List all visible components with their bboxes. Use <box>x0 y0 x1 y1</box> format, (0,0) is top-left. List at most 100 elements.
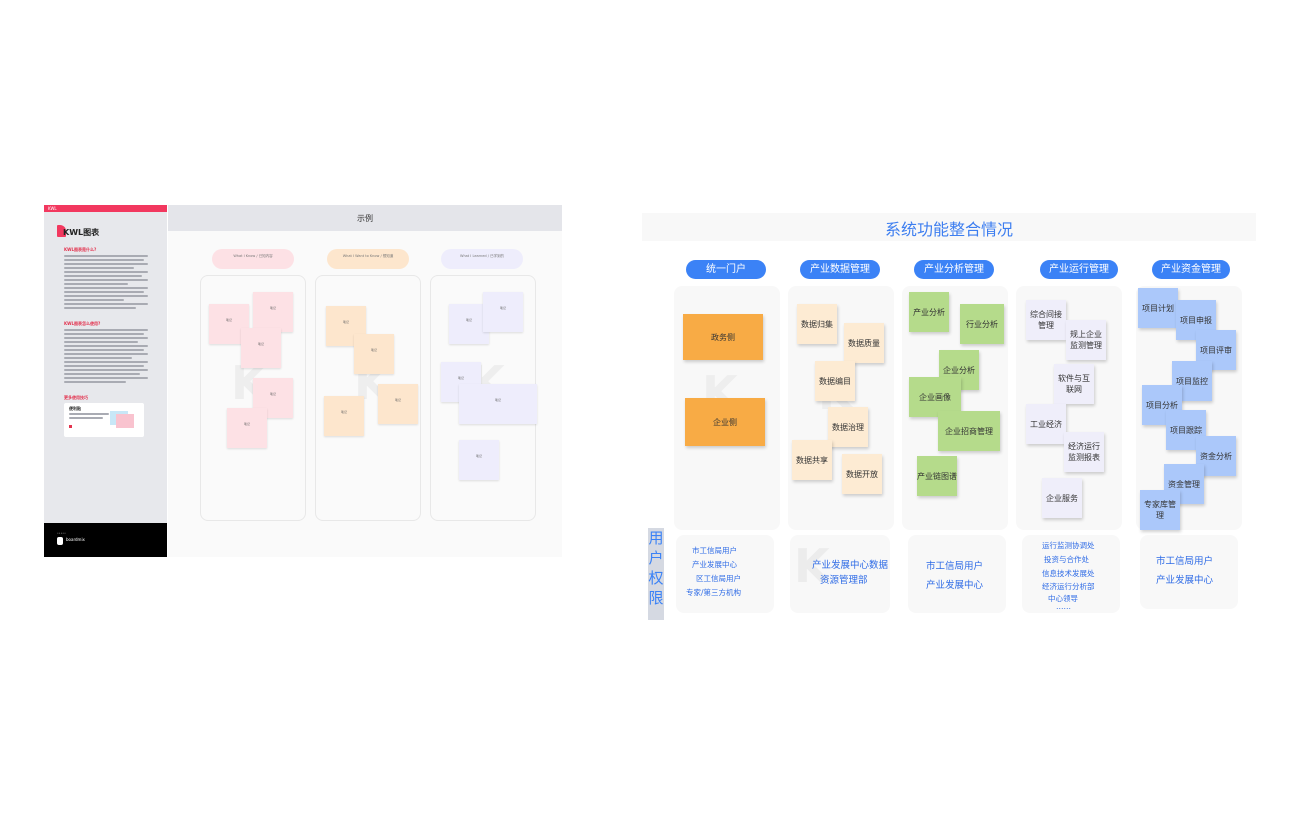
text-line <box>64 345 148 347</box>
sticky-note[interactable]: 笔记 <box>378 384 418 424</box>
sticky-note[interactable]: 笔记 <box>253 292 293 332</box>
boardmix-logo-icon <box>57 537 63 545</box>
text-line <box>64 267 134 269</box>
category-data-management[interactable]: 产业数据管理 <box>800 260 880 279</box>
user-permission-char: 户 <box>648 549 664 567</box>
mark-icon <box>69 425 72 428</box>
permission-box-portal: 市工信局用户 产业发展中心 区工信局用户 专家/第三方机构 <box>676 535 774 613</box>
permission-item: 产业发展中心 <box>926 580 984 591</box>
kwl-title: KWL图表 <box>63 228 100 237</box>
category-operation-management[interactable]: 产业运行管理 <box>1040 260 1118 279</box>
sticky-note[interactable]: 企业招商管理 <box>938 411 1000 451</box>
user-permission-char: 权 <box>648 569 664 587</box>
kwl-column-want: K 笔记 笔记 笔记 笔记 <box>315 275 421 521</box>
text-line <box>64 361 148 363</box>
sticky-note[interactable]: 产业分析 <box>909 292 949 332</box>
sticky-note[interactable]: 数据共享 <box>792 440 832 480</box>
permission-item: 市工信局用户 <box>1156 556 1214 567</box>
permission-item: 市工信局用户 <box>692 546 737 555</box>
user-permission-label: 用 户 权 限 <box>648 528 664 620</box>
kwl-topbar: KWL <box>44 205 167 212</box>
permission-box-data: K 产业发展中心数据 资源管理部 <box>790 535 890 613</box>
sticky-note[interactable]: 笔记 <box>354 334 394 374</box>
sticky-note-enterprise[interactable]: 企业侧 <box>685 398 765 446</box>
sticky-note[interactable]: 行业分析 <box>960 304 1004 344</box>
sticky-note[interactable]: 数据治理 <box>828 407 868 447</box>
text-line <box>64 303 148 305</box>
permission-item: 投资与合作处 <box>1044 555 1089 564</box>
example-sticky-pink <box>116 414 134 428</box>
sticky-note[interactable]: 专家库管理 <box>1140 490 1180 530</box>
user-permission-char: 限 <box>648 589 664 607</box>
kwl-pill-learned: What I Learned / 已学到的 <box>441 249 523 269</box>
text-line <box>64 365 144 367</box>
text-line <box>64 377 148 379</box>
kwl-template-board[interactable]: KWL KWL图表 KWL图表是什么? KWL图表怎么使用? <box>44 205 562 557</box>
permission-item: 资源管理部 <box>820 575 868 586</box>
text-line <box>64 263 148 265</box>
permission-item: 产业发展中心 <box>692 560 737 569</box>
user-permission-char: 用 <box>648 529 664 547</box>
kwl-logo-icon <box>57 225 66 237</box>
sticky-note[interactable]: 经济运行监测报表 <box>1064 432 1104 472</box>
text-line <box>64 271 148 273</box>
sticky-note[interactable]: 规上企业监测管理 <box>1066 320 1106 360</box>
kwl-section-tips: 更多使用技巧 <box>64 395 88 400</box>
kwl-sidebar: KWL KWL图表 KWL图表是什么? KWL图表怎么使用? <box>44 205 167 557</box>
text-line <box>64 333 144 335</box>
permission-item: 区工信局用户 <box>696 574 741 583</box>
permission-item: 产业发展中心数据 <box>812 560 889 571</box>
text-line <box>64 287 148 289</box>
permission-item: …… <box>1056 602 1071 611</box>
text-line <box>64 283 128 285</box>
sticky-note[interactable]: 笔记 <box>227 408 267 448</box>
sticky-note[interactable]: 数据编目 <box>815 361 855 401</box>
sticky-note[interactable]: 项目计划 <box>1138 288 1178 328</box>
text-line <box>64 381 126 383</box>
sticky-note[interactable]: 笔记 <box>324 396 364 436</box>
permission-item: 市工信局用户 <box>926 561 984 572</box>
sticky-note[interactable]: 企业服务 <box>1042 478 1082 518</box>
sticky-note[interactable]: 笔记 <box>449 304 489 344</box>
text-line <box>64 291 144 293</box>
watermark: K <box>794 539 830 593</box>
text-line <box>64 279 148 281</box>
text-line <box>64 369 148 371</box>
permission-item: 中心领导 <box>1048 594 1078 603</box>
system-title-bar: 系统功能整合情况 <box>642 213 1256 241</box>
sticky-note[interactable]: 笔记 <box>459 384 537 424</box>
sticky-note[interactable]: 笔记 <box>241 328 281 368</box>
sticky-note[interactable]: 工业经济 <box>1026 404 1066 444</box>
sticky-note[interactable]: 数据质量 <box>844 323 884 363</box>
text-line <box>64 373 140 375</box>
kwl-example-area: 示例 What I Know / 已知内容 What I Want to Kno… <box>168 205 562 557</box>
sticky-note[interactable]: 笔记 <box>483 292 523 332</box>
category-finance-management[interactable]: 产业资金管理 <box>1152 260 1230 279</box>
permission-item: 产业发展中心 <box>1156 575 1214 586</box>
permission-box-finance: 市工信局用户 产业发展中心 <box>1140 535 1238 609</box>
kwl-section-how: KWL图表怎么使用? <box>64 321 101 326</box>
permission-box-analysis: 市工信局用户 产业发展中心 <box>908 535 1006 613</box>
kwl-column-know: K 笔记 笔记 笔记 笔记 笔记 <box>200 275 306 521</box>
text-line <box>69 417 103 419</box>
text-line <box>64 357 132 359</box>
kwl-example-header: 示例 <box>168 205 562 231</box>
kwl-example-title: 示例 <box>357 214 373 223</box>
text-line <box>64 275 142 277</box>
sticky-note[interactable]: 软件与互联网 <box>1054 364 1094 404</box>
text-line <box>64 329 148 331</box>
category-analysis-management[interactable]: 产业分析管理 <box>914 260 994 279</box>
sticky-note[interactable]: 数据开放 <box>842 454 882 494</box>
permission-box-operation: 运行监测协调处 投资与合作处 信息技术发展处 经济运行分析部 中心领导 …… <box>1022 535 1120 613</box>
permission-item: 运行监测协调处 <box>1042 541 1095 550</box>
category-unified-portal[interactable]: 统一门户 <box>686 260 766 279</box>
sticky-note[interactable]: 笔记 <box>459 440 499 480</box>
sticky-note[interactable]: 企业画像 <box>909 377 961 417</box>
text-line <box>64 337 148 339</box>
kwl-section-what: KWL图表是什么? <box>64 247 97 252</box>
sticky-note[interactable]: 综合间接管理 <box>1026 300 1066 340</box>
sticky-note-government[interactable]: 政务侧 <box>683 314 763 360</box>
kwl-topbar-tag: KWL <box>48 206 57 211</box>
sticky-note[interactable]: 数据归集 <box>797 304 837 344</box>
sticky-note[interactable]: 产业链图谱 <box>917 456 957 496</box>
